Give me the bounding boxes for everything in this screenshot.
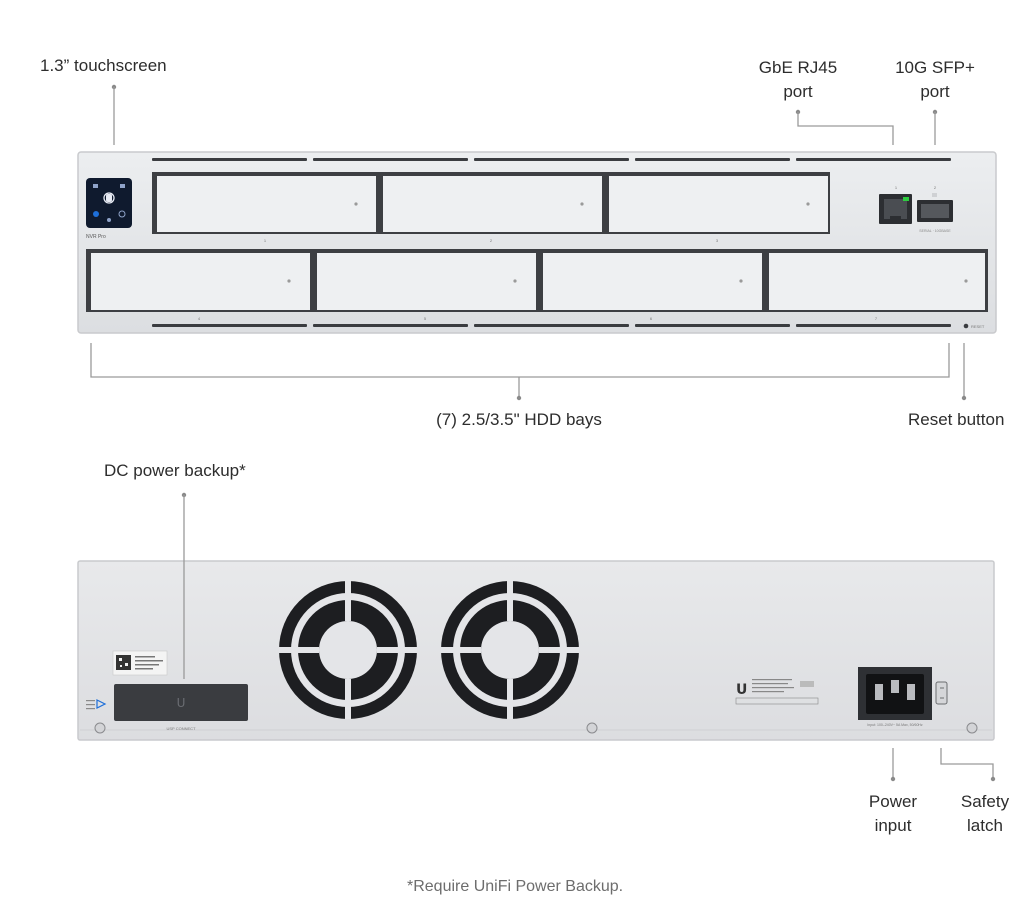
power-input-line1: Power <box>868 792 918 811</box>
front-bottom-vents <box>152 324 951 327</box>
fan-left <box>279 581 417 719</box>
sfp-port[interactable] <box>917 193 953 222</box>
power-inlet[interactable] <box>858 667 932 720</box>
footnote: *Require UniFi Power Backup. <box>407 878 624 895</box>
regulatory-marks: U <box>735 679 819 705</box>
screen-model-text: NVR Pro <box>86 234 106 240</box>
rj45-port-label: GbE RJ45 port <box>745 56 851 104</box>
hdd-bay[interactable] <box>378 172 604 234</box>
hdd-bays-top-row <box>152 172 830 234</box>
port-number: 2 <box>934 185 937 190</box>
usp-connect-port[interactable]: U <box>114 684 248 721</box>
bay-number: 3 <box>716 238 719 243</box>
bay-number: 5 <box>424 316 427 321</box>
touchscreen[interactable] <box>86 178 132 228</box>
rj45-port[interactable] <box>879 194 912 224</box>
dc-power-backup-label: DC power backup* <box>104 461 246 480</box>
safety-latch[interactable] <box>935 681 948 705</box>
power-rating-caption: Input: 100–240V~ 5A Max, 50/60Hz <box>867 723 923 727</box>
usp-arrow-icon <box>96 699 107 709</box>
rear-panel: U USP CONNECT <box>77 560 995 741</box>
front-panel: NVR Pro 1 <box>77 151 997 334</box>
usp-caption: USP CONNECT <box>166 726 196 731</box>
safety-latch-line1: Safety <box>960 792 1010 811</box>
hdd-bay[interactable] <box>764 249 988 312</box>
reset-button-label: Reset button <box>908 410 1005 429</box>
rj45-label-line1: GbE RJ45 <box>758 58 838 77</box>
sfp-port-label: 10G SFP+ port <box>880 56 990 104</box>
port-number: 1 <box>895 185 898 190</box>
power-input-label: Power input <box>850 790 936 838</box>
reset-button[interactable] <box>963 323 969 329</box>
serial-label <box>112 650 168 676</box>
sfp-label-line1: 10G SFP+ <box>895 58 975 77</box>
rj45-label-line2: port <box>783 82 813 101</box>
rear-leader-lines <box>181 492 996 782</box>
front-top-vents <box>152 158 951 161</box>
hdd-bay[interactable] <box>86 249 312 312</box>
front-leader-lines <box>90 84 967 401</box>
safety-latch-line2: latch <box>967 816 1003 835</box>
fan-right <box>441 581 579 719</box>
svg-text:U: U <box>736 682 747 698</box>
sfp-caption: SERIAL · 10GBASE <box>919 229 951 233</box>
sfp-label-line2: port <box>920 82 950 101</box>
hdd-bay[interactable] <box>538 249 764 312</box>
hdd-bay[interactable] <box>152 172 378 234</box>
safety-latch-label: Safety latch <box>952 790 1018 838</box>
touchscreen-label: 1.3” touchscreen <box>40 56 167 75</box>
bay-number: 2 <box>490 238 493 243</box>
bay-number: 4 <box>198 316 201 321</box>
bay-number: 6 <box>650 316 653 321</box>
bay-number-labels-bottom: 4 5 6 7 <box>198 316 878 321</box>
hdd-bay[interactable] <box>312 249 538 312</box>
hdd-bay[interactable] <box>604 172 830 234</box>
bay-number-labels-top: 1 2 3 <box>264 238 719 243</box>
reset-caption: RESET <box>971 324 985 329</box>
bay-number: 1 <box>264 238 267 243</box>
hdd-bays-label: (7) 2.5/3.5" HDD bays <box>436 410 602 429</box>
bay-number: 7 <box>875 316 878 321</box>
hdd-bays-bottom-row <box>86 249 988 312</box>
svg-text:U: U <box>177 696 186 710</box>
power-input-line2: input <box>874 816 912 835</box>
rear-screws <box>94 722 978 734</box>
